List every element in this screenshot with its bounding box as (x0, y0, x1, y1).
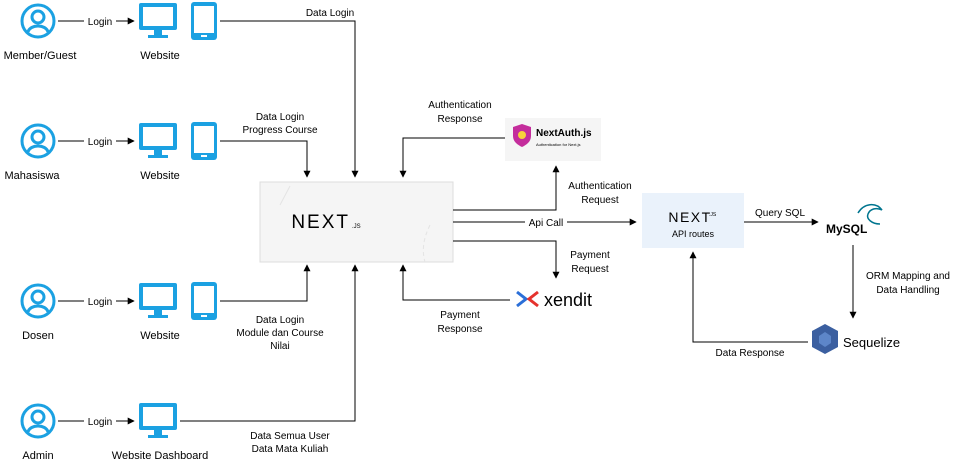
actor-label: Dosen (22, 330, 54, 342)
admin-data-edge (180, 264, 359, 422)
orm-label: ORM Mapping and Data Handling (866, 271, 950, 296)
dosen-data-edge (220, 264, 311, 302)
auth-request-label: Authentication Request (568, 181, 631, 206)
nextjs-server: NEXT .JS (259, 181, 454, 263)
flow-label-line: ORM Mapping and (866, 271, 950, 282)
member-data-label: Data Login (306, 8, 354, 19)
xendit-name: xendit (544, 290, 592, 310)
client-label: Website (140, 330, 180, 342)
client-label: Website Dashboard (112, 450, 208, 462)
nextauth-tagline: Authentication for Next.js (536, 142, 580, 147)
api-routes-logo: NEXT (668, 209, 711, 225)
actor-label: Member/Guest (4, 50, 77, 62)
payment-request-edge (453, 240, 560, 279)
login-label: Login (88, 297, 112, 308)
dosen-data-label: Data Login Module dan Course Nilai (236, 315, 324, 352)
admin-data-label: Data Semua User Data Mata Kuliah (250, 431, 330, 455)
monitor-icon (139, 3, 177, 38)
api-routes: NEXT .JS API routes (642, 193, 744, 248)
api-routes-logo-suffix: .JS (709, 212, 717, 218)
flow-label: Data Response (716, 348, 785, 359)
data-response-edge (689, 251, 808, 343)
actor-mahasiswa: Mahasiswa (4, 123, 60, 182)
login-edges: Login Login Login Login (58, 14, 135, 428)
api-routes-label: API routes (672, 229, 715, 239)
auth-response-label: Authentication Response (428, 100, 491, 125)
client-website-mahasiswa: Website (139, 122, 217, 182)
client-website-member: Website (139, 2, 217, 62)
sequelize-name: Sequelize (843, 335, 900, 350)
monitor-icon (139, 123, 177, 158)
client-label: Website (140, 170, 180, 182)
flow-label: Api Call (529, 218, 563, 229)
login-label: Login (88, 17, 112, 28)
query-sql-label: Query SQL (755, 208, 805, 219)
mysql-name: MySQL (826, 222, 867, 236)
user-icon (20, 403, 56, 439)
flow-label: Query SQL (755, 208, 805, 219)
flow-label-line: Payment (570, 250, 610, 261)
login-label: Login (88, 417, 112, 428)
client-to-next-edges (180, 20, 359, 422)
actor-dosen: Dosen (20, 283, 56, 342)
user-icon (20, 3, 56, 39)
api-call-label: Api Call (525, 215, 567, 229)
service-edges (399, 137, 637, 301)
xendit-service: xendit (510, 283, 606, 315)
user-icon (20, 123, 56, 159)
xendit-logo-icon (516, 290, 529, 308)
data-label-line: Data Login (306, 8, 354, 19)
data-label-line: Data Login (256, 315, 304, 326)
data-response-label: Data Response (716, 348, 785, 359)
client-website-dosen: Website (139, 282, 217, 342)
flow-label-line: Data Handling (876, 285, 939, 296)
tablet-icon (191, 122, 217, 160)
data-label-line: Data Login (256, 112, 304, 123)
api-routes-box (642, 193, 744, 248)
actor-label: Mahasiswa (4, 170, 60, 182)
data-label-line: Data Semua User (250, 431, 330, 442)
client-label: Website (140, 50, 180, 62)
db-edges (689, 218, 857, 343)
user-icon (20, 283, 56, 319)
monitor-icon (139, 403, 177, 438)
mahasiswa-data-label: Data Login Progress Course (242, 112, 317, 136)
flow-label-line: Response (437, 324, 482, 335)
member-data-edge (220, 20, 359, 178)
auth-response-edge (399, 137, 505, 178)
nextjs-server-box (259, 181, 454, 263)
data-label-line: Module dan Course (236, 328, 324, 339)
client-website-dashboard: Website Dashboard (112, 403, 208, 462)
flow-label-line: Authentication (568, 181, 631, 192)
flow-label-line: Request (581, 195, 618, 206)
actor-member-guest: Member/Guest (4, 3, 77, 62)
data-label-line: Progress Course (242, 125, 317, 136)
mysql-box (822, 200, 892, 240)
nextauth-service: NextAuth.js Authentication for Next.js (505, 118, 601, 161)
actor-label: Admin (22, 450, 53, 462)
nextjs-logo-suffix: .JS (352, 224, 361, 230)
data-label-line: Nilai (270, 341, 289, 352)
flow-label-line: Payment (440, 310, 480, 321)
flow-label-line: Response (437, 114, 482, 125)
flow-label-line: Request (571, 264, 608, 275)
sequelize-service: Sequelize (808, 322, 904, 362)
mahasiswa-data-edge (220, 140, 311, 178)
flow-label-line: Authentication (428, 100, 491, 111)
mysql-service: MySQL (822, 200, 892, 240)
data-label-line: Data Mata Kuliah (252, 444, 329, 455)
tablet-icon (191, 282, 217, 320)
monitor-icon (139, 283, 177, 318)
payment-response-label: Payment Response (437, 310, 482, 335)
nextjs-logo: NEXT (291, 212, 350, 233)
payment-response-edge (399, 264, 510, 301)
payment-request-label: Payment Request (570, 250, 610, 275)
login-label: Login (88, 137, 112, 148)
nextauth-name: NextAuth.js (536, 128, 592, 139)
auth-request-edge (453, 165, 560, 211)
actor-admin: Admin (20, 403, 56, 462)
tablet-icon (191, 2, 217, 40)
mysql-dolphin-icon (857, 204, 883, 225)
